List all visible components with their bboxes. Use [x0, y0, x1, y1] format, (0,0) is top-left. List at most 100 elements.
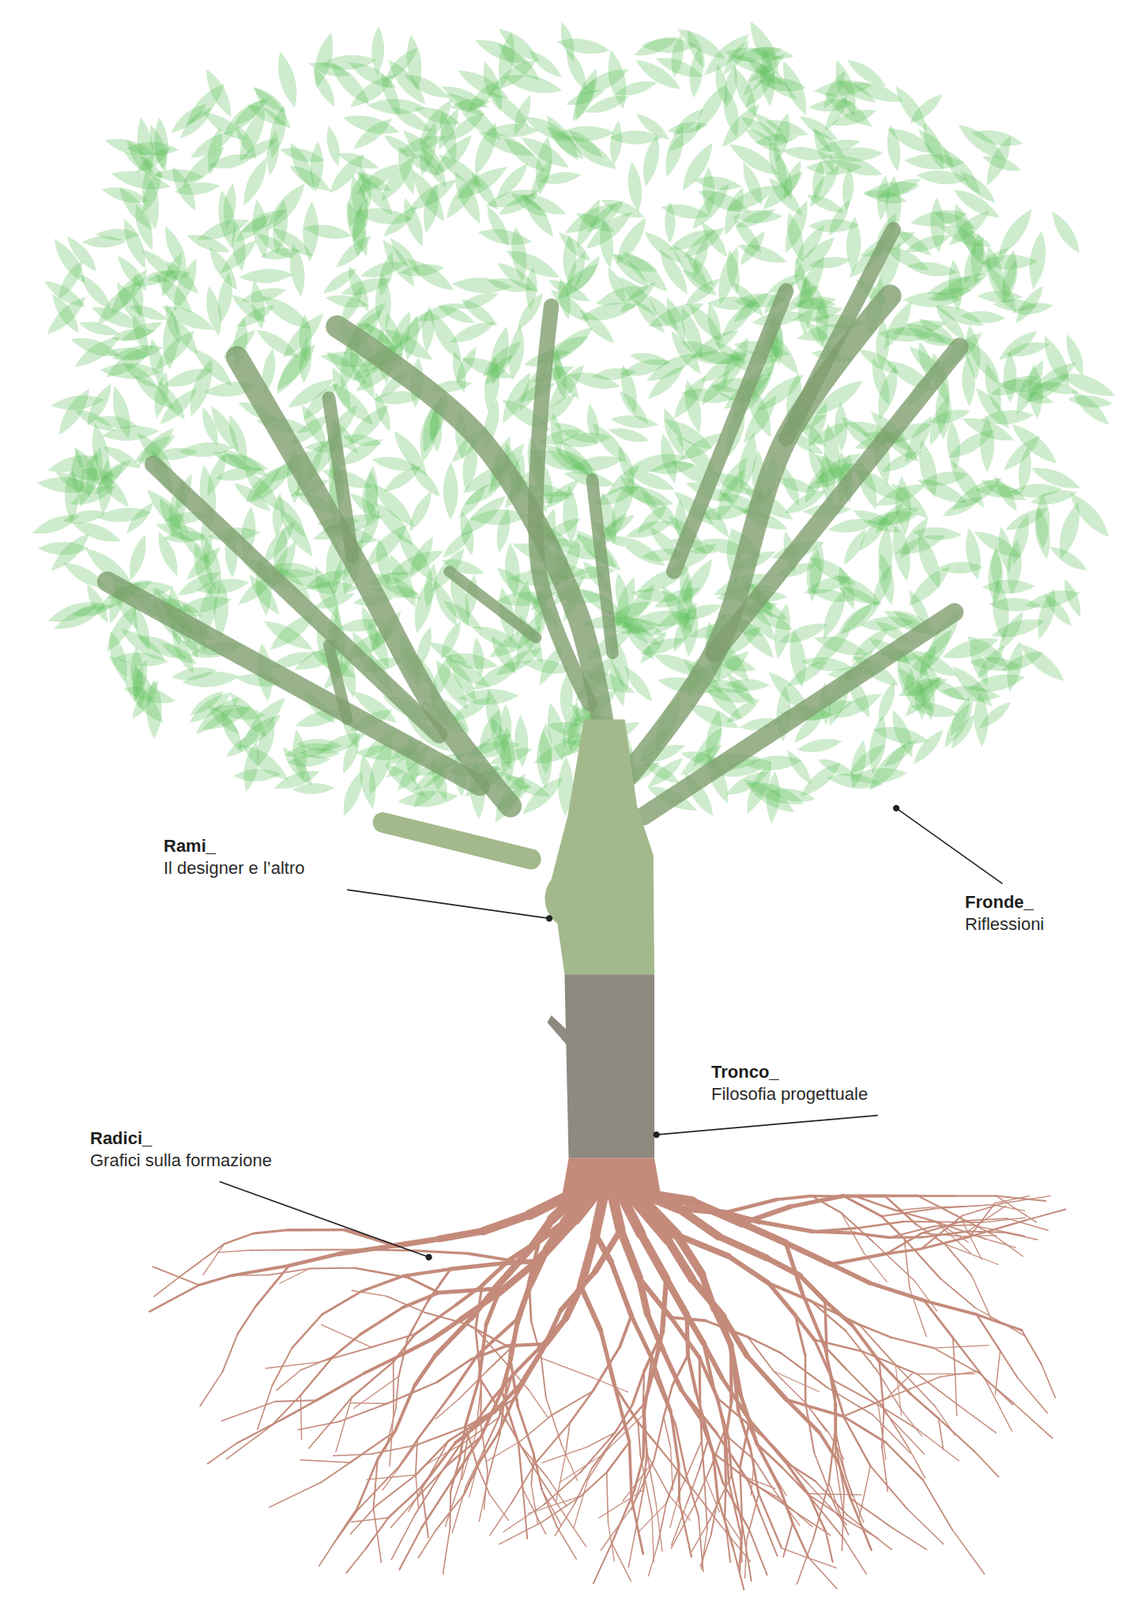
leaf [591, 365, 637, 382]
leaf [203, 243, 243, 294]
root [498, 1376, 512, 1418]
leaf [908, 726, 948, 769]
root [679, 1441, 702, 1493]
root [729, 1345, 734, 1403]
root [436, 1494, 465, 1530]
root [785, 1462, 816, 1482]
root [921, 1233, 961, 1237]
root [207, 1443, 238, 1465]
leaf [173, 566, 223, 601]
root [845, 1477, 863, 1523]
root [203, 1243, 225, 1275]
leaf [602, 48, 631, 111]
leaf [1015, 445, 1034, 494]
leaf [404, 173, 460, 217]
leaf [988, 597, 1041, 613]
leaf [884, 122, 939, 160]
leaf [862, 186, 909, 208]
root [222, 1334, 238, 1372]
root [229, 1274, 269, 1277]
root [909, 1288, 927, 1337]
leaf [960, 355, 977, 407]
root [771, 1486, 800, 1526]
root [938, 1418, 943, 1450]
root [825, 1532, 833, 1563]
root [320, 1462, 351, 1483]
root [593, 1543, 612, 1584]
root [631, 1499, 643, 1554]
leaf [364, 471, 379, 521]
root [790, 1196, 844, 1208]
leaf [46, 528, 95, 577]
root [723, 1483, 750, 1530]
trunk [545, 719, 663, 1199]
root [542, 1447, 588, 1463]
root [465, 1454, 483, 1488]
root [517, 1406, 534, 1455]
root [824, 1346, 835, 1394]
leaf [88, 301, 144, 335]
root [611, 1543, 631, 1582]
leaf [101, 423, 160, 444]
root [747, 1337, 781, 1353]
root [1000, 1351, 1018, 1379]
root [463, 1460, 481, 1495]
leaf [607, 120, 625, 166]
leaf [902, 318, 950, 349]
root [1017, 1378, 1048, 1414]
root [521, 1416, 552, 1442]
root [704, 1473, 720, 1512]
root [955, 1375, 958, 1417]
leaf [799, 463, 830, 506]
leaf [215, 709, 248, 756]
leaf [248, 198, 272, 260]
root [250, 1249, 306, 1252]
root [503, 1504, 544, 1532]
leaf [993, 608, 1029, 655]
root [840, 1213, 873, 1242]
leaf [497, 704, 513, 754]
branch [535, 305, 591, 705]
leaf [1015, 638, 1070, 687]
root [477, 1465, 490, 1495]
root [231, 1266, 290, 1277]
root [802, 1292, 825, 1347]
root [279, 1269, 310, 1285]
root [300, 1460, 351, 1463]
root [941, 1279, 976, 1308]
root [974, 1451, 999, 1478]
leaf [550, 418, 599, 449]
leaf [561, 196, 622, 240]
root [600, 1506, 634, 1551]
root [923, 1300, 953, 1338]
root [333, 1454, 372, 1456]
root [529, 1281, 532, 1323]
leader-line [896, 808, 1003, 885]
leaf [220, 182, 239, 230]
leaf [295, 738, 343, 753]
root [364, 1355, 402, 1374]
leaf [451, 343, 481, 386]
root [742, 1223, 786, 1244]
root [386, 1296, 426, 1313]
leaf [346, 195, 374, 245]
leaf [385, 233, 425, 279]
leaf [786, 629, 810, 690]
leader-line [346, 889, 550, 919]
root [976, 1315, 1022, 1331]
leaf [569, 65, 603, 125]
leaf [50, 392, 106, 413]
root [297, 1421, 339, 1430]
root [424, 1442, 466, 1466]
leaf [716, 297, 761, 343]
root [907, 1509, 944, 1545]
leaf [309, 140, 325, 193]
leaf [961, 335, 1007, 389]
root [969, 1220, 1026, 1237]
root [832, 1380, 879, 1406]
leaf [808, 124, 849, 163]
root [879, 1361, 912, 1395]
leaf [335, 147, 381, 174]
root [321, 1325, 372, 1349]
leaf [569, 452, 625, 475]
